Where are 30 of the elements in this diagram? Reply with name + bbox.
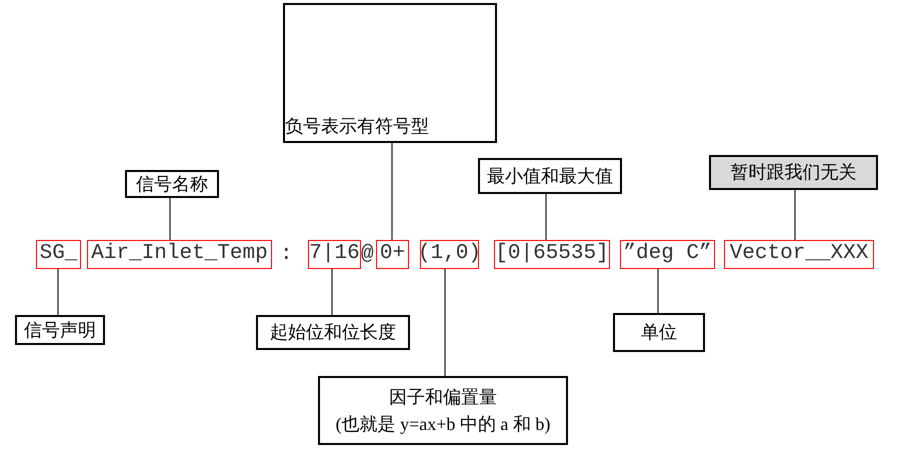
leader-line [794, 190, 796, 240]
callout-text: 最小值和最大值 [487, 164, 613, 188]
callout-text: 因子和偏置量 [389, 386, 497, 408]
callout-box [478, 158, 622, 194]
code-text: ”deg C” [623, 241, 712, 268]
callout-box [318, 376, 568, 445]
callout-text: 信号名称 [136, 172, 208, 196]
code-text: @ [361, 242, 374, 268]
callout-text: 负号表示有符号型 [285, 114, 429, 137]
callout-box [709, 155, 878, 190]
code-text: Air_Inlet_Temp [91, 241, 268, 268]
code-text: [0|65535] [495, 241, 609, 268]
code-text: SG_ [40, 241, 78, 268]
code-text: (1,0) [418, 241, 482, 268]
callout-box [283, 3, 497, 143]
callout-box [256, 315, 410, 350]
code-text: 0+ [380, 241, 406, 268]
code-text: 7|16 [309, 241, 360, 268]
callout-text: (也就是 y=ax+b 中的 a 和 b) [336, 412, 550, 435]
callout-text: 单位 [641, 321, 677, 344]
callout-text: 信号声明 [24, 318, 96, 342]
callout-box [125, 170, 219, 198]
callout-box [15, 315, 105, 345]
leader-line [444, 268, 446, 376]
code-text: Vector__XXX [730, 241, 868, 268]
code-token [724, 240, 874, 269]
code-text: : [280, 242, 293, 268]
callout-box [613, 313, 705, 352]
callout-text: 起始位和位长度 [270, 321, 396, 344]
callout-text: 暂时跟我们无关 [730, 161, 856, 184]
